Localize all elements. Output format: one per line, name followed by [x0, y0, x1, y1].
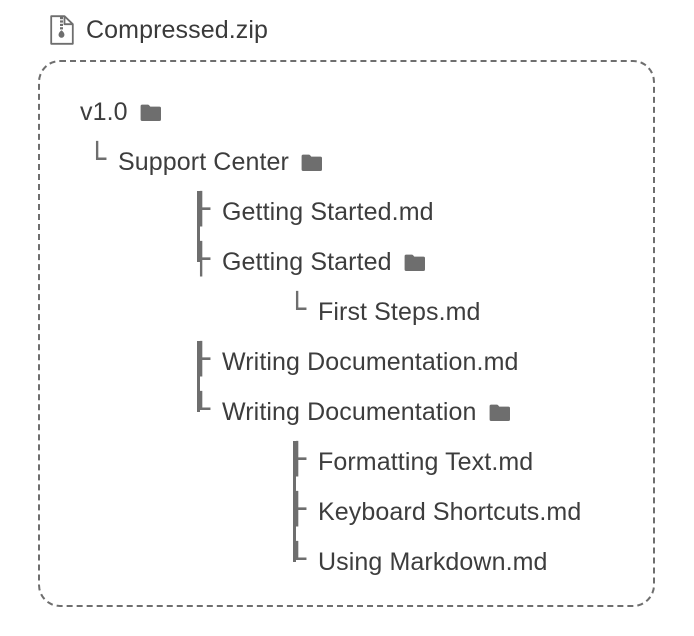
archive-title: Compressed.zip: [86, 15, 269, 44]
tree-node-label: v1.0: [80, 97, 128, 126]
tree-node-folder[interactable]: v1.0: [80, 87, 163, 137]
tree-node-label: Getting Started.md: [222, 197, 434, 226]
tree-connector-icon: └: [192, 392, 211, 427]
tree-node-label: Formatting Text.md: [318, 447, 534, 476]
tree-node-file[interactable]: └ Using Markdown.md: [288, 537, 548, 587]
tree-node-folder[interactable]: ├ Getting Started: [192, 237, 427, 287]
tree-container: v1.0 └ Support Center ├ Getting Started.md ├ G…: [38, 60, 655, 607]
folder-icon: [404, 254, 425, 271]
tree-node-file[interactable]: ├ Formatting Text.md: [288, 437, 533, 487]
tree-node-label: Keyboard Shortcuts.md: [318, 497, 582, 526]
zip-file-icon: [50, 15, 74, 45]
tree-connector-icon: ├: [192, 192, 211, 227]
tree-connector-icon: ├: [192, 342, 211, 377]
tree-node-folder[interactable]: └ Support Center: [88, 137, 324, 187]
tree-node-label: Support Center: [118, 147, 289, 176]
tree-rail: [293, 441, 296, 562]
tree-connector-icon: ├: [192, 242, 211, 277]
tree-rail: [197, 191, 200, 262]
tree-node-label: First Steps.md: [318, 297, 481, 326]
file-tree[interactable]: v1.0 └ Support Center ├ Getting Started.md ├ G…: [40, 62, 653, 605]
tree-connector-icon: ├: [288, 442, 307, 477]
tree-node-file[interactable]: ├ Getting Started.md: [192, 187, 434, 237]
tree-node-label: Using Markdown.md: [318, 547, 548, 576]
tree-rail: [197, 341, 200, 412]
archive-title-row: Compressed.zip: [50, 10, 268, 50]
tree-node-folder[interactable]: └ Writing Documentation: [192, 387, 512, 437]
tree-connector-icon: └: [288, 542, 307, 577]
tree-node-file[interactable]: └ First Steps.md: [288, 287, 481, 337]
folder-icon: [301, 154, 322, 171]
tree-node-label: Getting Started: [222, 247, 392, 276]
folder-icon: [140, 104, 161, 121]
tree-node-label: Writing Documentation: [222, 397, 477, 426]
tree-node-file[interactable]: ├ Writing Documentation.md: [192, 337, 519, 387]
tree-node-label: Writing Documentation.md: [222, 347, 519, 376]
folder-icon: [489, 404, 510, 421]
tree-connector-icon: └: [288, 292, 307, 327]
tree-node-file[interactable]: ├ Keyboard Shortcuts.md: [288, 487, 581, 537]
tree-connector-icon: └: [88, 142, 107, 177]
tree-connector-icon: ├: [288, 492, 307, 527]
